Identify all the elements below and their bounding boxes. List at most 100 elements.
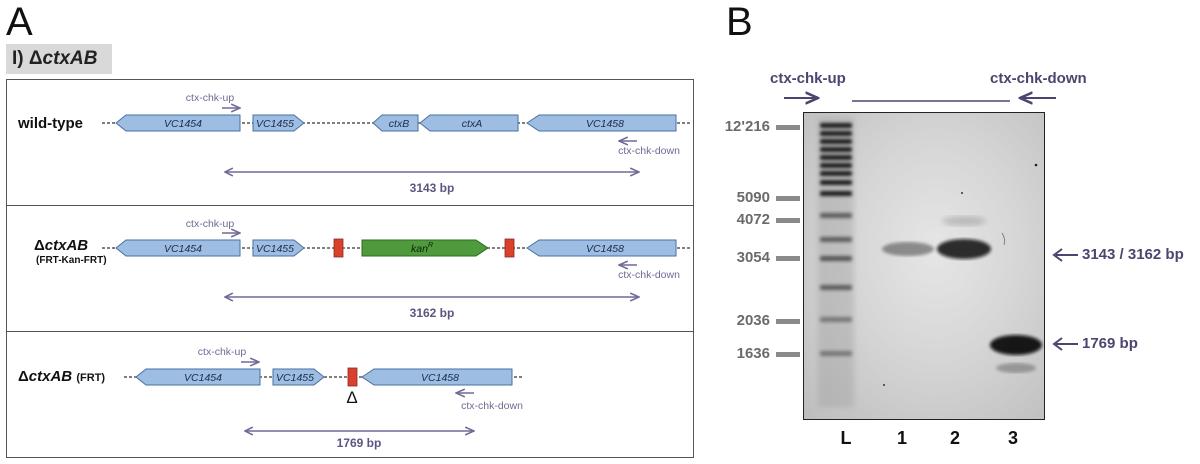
kan-label-gene: ctxAB xyxy=(44,237,89,254)
gel-primer-down-label: ctx-chk-down xyxy=(990,70,1087,87)
ladder-size-4072: 4072 xyxy=(736,211,770,228)
panel-label-a: A xyxy=(6,0,33,44)
gene-vc1458-label: VC1458 xyxy=(586,118,624,130)
ladder-tick xyxy=(776,256,800,261)
ladder-band xyxy=(820,237,852,242)
lane3-faint-band xyxy=(996,363,1036,373)
gel-bands xyxy=(818,117,1042,407)
lane3-band xyxy=(990,335,1042,355)
gene-ctxb xyxy=(372,114,419,132)
product-size-label: 1769 bp xyxy=(337,436,382,450)
ladder-band xyxy=(820,155,852,160)
primer-up-label: ctx-chk-up xyxy=(186,92,235,104)
ladder-band xyxy=(820,147,852,152)
kanr-superscript: R xyxy=(428,242,433,249)
gene-vc1455-label: VC1455 xyxy=(256,243,294,255)
gene-vc1455 xyxy=(252,239,305,257)
gene-vc1454 xyxy=(135,368,261,386)
gene-vc1454-label: VC1454 xyxy=(164,118,202,130)
lane1-band xyxy=(882,242,934,256)
ladder-band xyxy=(820,285,852,290)
gel-speck xyxy=(1034,163,1038,167)
primer-down-label: ctx-chk-down xyxy=(618,269,680,281)
primer-down-label: ctx-chk-down xyxy=(618,145,680,157)
band-arrow-upper xyxy=(1052,248,1078,262)
agarose-gel xyxy=(803,112,1045,420)
gene-vc1455-label: VC1455 xyxy=(276,372,314,384)
product-size-label: 3143 bp xyxy=(410,181,455,195)
gene-vc1458 xyxy=(526,239,677,257)
ladder-band xyxy=(820,131,852,136)
ladder-size-1636: 1636 xyxy=(736,345,770,362)
gel-primer-schema xyxy=(784,88,1056,108)
gene-vc1455 xyxy=(252,114,305,132)
primer-down-label: ctx-chk-down xyxy=(461,400,523,412)
gene-ctxa xyxy=(419,114,519,132)
band-label-lower: 1769 bp xyxy=(1082,335,1138,352)
construct-kan-box xyxy=(6,205,694,332)
gene-kanr xyxy=(361,239,489,257)
ladder-bands xyxy=(820,123,852,356)
gene-vc1454-label: VC1454 xyxy=(164,243,202,255)
gel-speck xyxy=(961,192,963,194)
gene-vc1455-label: VC1455 xyxy=(256,118,294,130)
kan-label: ΔctxAB (FRT-Kan-FRT) xyxy=(34,237,107,266)
lane-label-ladder: L xyxy=(840,428,852,448)
frt-site-right xyxy=(504,238,515,258)
lane-label-2: 2 xyxy=(949,428,960,448)
lane-label-3: 3 xyxy=(1007,428,1018,448)
gene-ctxa-label: ctxA xyxy=(462,118,482,130)
ladder-band xyxy=(820,123,852,128)
band-arrow-lower xyxy=(1052,337,1078,351)
gene-kanr-label: kanR xyxy=(411,242,433,255)
section-tag: I) ΔctxAB xyxy=(6,44,112,74)
ladder-band xyxy=(820,317,852,322)
ladder-size-2036: 2036 xyxy=(736,312,770,329)
ladder-band xyxy=(820,351,852,356)
gel-primer-up-label: ctx-chk-up xyxy=(770,70,846,87)
ladder-size-3054: 3054 xyxy=(736,249,770,266)
gene-ctxb-label: ctxB xyxy=(389,118,409,130)
deletion-symbol: Δ xyxy=(346,388,357,407)
section-gene: ctxAB xyxy=(42,48,98,69)
lane2-band xyxy=(937,239,991,259)
construct-frt-box xyxy=(6,331,694,458)
kanr-name: kan xyxy=(411,243,428,255)
primer-up-label: ctx-chk-up xyxy=(186,218,235,230)
ladder-band xyxy=(820,139,852,144)
frt-label-delta: Δ xyxy=(18,368,29,385)
gene-vc1458 xyxy=(361,368,513,386)
gene-vc1458-label: VC1458 xyxy=(586,243,624,255)
gel-artifact xyxy=(1001,232,1006,246)
frt-label-gene: ctxAB xyxy=(28,368,73,385)
ladder-tick xyxy=(776,125,800,130)
gene-vc1458-label: VC1458 xyxy=(421,372,459,384)
gene-vc1455 xyxy=(272,368,325,386)
lane2-faint-band xyxy=(942,216,986,226)
frt-label-sub: (FRT) xyxy=(76,372,106,384)
ladder-size-5090: 5090 xyxy=(736,189,770,206)
ladder-tick xyxy=(776,196,800,201)
frt-label: ΔctxAB (FRT) xyxy=(18,368,106,386)
gene-vc1454 xyxy=(115,239,241,257)
gene-vc1454-label: VC1454 xyxy=(184,372,222,384)
panel-label-b: B xyxy=(726,0,753,44)
gel-speck xyxy=(883,384,885,386)
kan-map: VC1454 VC1455 kanR VC1458 ctx-chk-up ctx… xyxy=(102,218,690,320)
frt-site-left xyxy=(333,238,344,258)
kan-label-sub: (FRT-Kan-FRT) xyxy=(36,254,107,266)
gene-vc1454 xyxy=(115,114,241,132)
section-delta: Δ xyxy=(28,48,43,69)
primer-up-label: ctx-chk-up xyxy=(198,346,247,358)
ladder-tick xyxy=(776,218,800,223)
ladder-tick xyxy=(776,319,800,324)
construct-wildtype-box xyxy=(6,79,694,206)
ladder-band xyxy=(820,256,852,261)
product-size-label: 3162 bp xyxy=(410,306,455,320)
lane-label-1: 1 xyxy=(896,428,907,448)
ladder-size-12216: 12'216 xyxy=(724,118,770,135)
ladder-smear xyxy=(818,117,854,407)
frt-map: VC1454 VC1455 Δ VC1458 ctx-chk-up ctx-ch… xyxy=(124,346,523,450)
ladder-tick xyxy=(776,352,800,357)
kan-label-delta: Δ xyxy=(34,237,45,254)
